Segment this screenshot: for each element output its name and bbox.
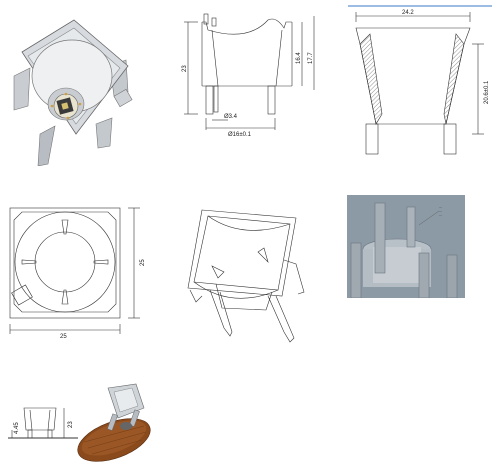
wire-iso-panel [172, 200, 322, 346]
photo-annotation: — — — [439, 205, 465, 217]
wire-iso-drawing [187, 209, 305, 343]
assembly-render-image [77, 383, 151, 462]
dim-top-width: 24.2 [402, 10, 414, 16]
side-drawing-panel: 23 16.4 17.7 Ø3.4 Ø16±0.1 [168, 6, 326, 142]
section-drawing [348, 5, 492, 155]
top-view-panel: 25 25 [0, 200, 150, 340]
dim-small: 4.45 [14, 422, 20, 434]
iso-render-panel [0, 6, 150, 166]
dim-top-width: 25 [60, 334, 67, 340]
side-drawing-labels: 23 16.4 17.7 Ø3.4 Ø16±0.1 [182, 52, 314, 138]
assembly-render-panel [74, 378, 158, 464]
dim-height-inner: 16.4 [296, 52, 302, 64]
annotation-line: — [439, 213, 442, 217]
top-view-drawing [9, 207, 140, 334]
dim-leg-dia: Ø3.4 [224, 114, 238, 120]
assembly-side-panel: 4.45 23 [8, 400, 78, 448]
iso-render-image [13, 19, 133, 166]
photo-closeup-panel: — — — [347, 195, 465, 298]
dim-height-right: 17.7 [308, 52, 314, 64]
dim-tall: 23 [68, 421, 74, 428]
assembly-side-labels: 4.45 23 [14, 421, 74, 434]
side-drawing [184, 13, 315, 130]
dim-height-total: 23 [182, 65, 188, 72]
dim-base-dia: Ø16±0.1 [228, 132, 252, 138]
annotation-line: — [439, 205, 442, 209]
dim-section-height: 20.6±0.1 [484, 80, 490, 104]
top-view-labels: 25 25 [60, 259, 146, 340]
section-drawing-labels: 24.2 20.6±0.1 [402, 10, 490, 104]
annotation-line: — [439, 209, 442, 213]
assembly-side-drawing [8, 407, 78, 439]
section-drawing-panel: 24.2 20.6±0.1 [346, 4, 494, 160]
photo-closeup-image [347, 195, 465, 298]
dim-top-height: 25 [140, 259, 146, 266]
